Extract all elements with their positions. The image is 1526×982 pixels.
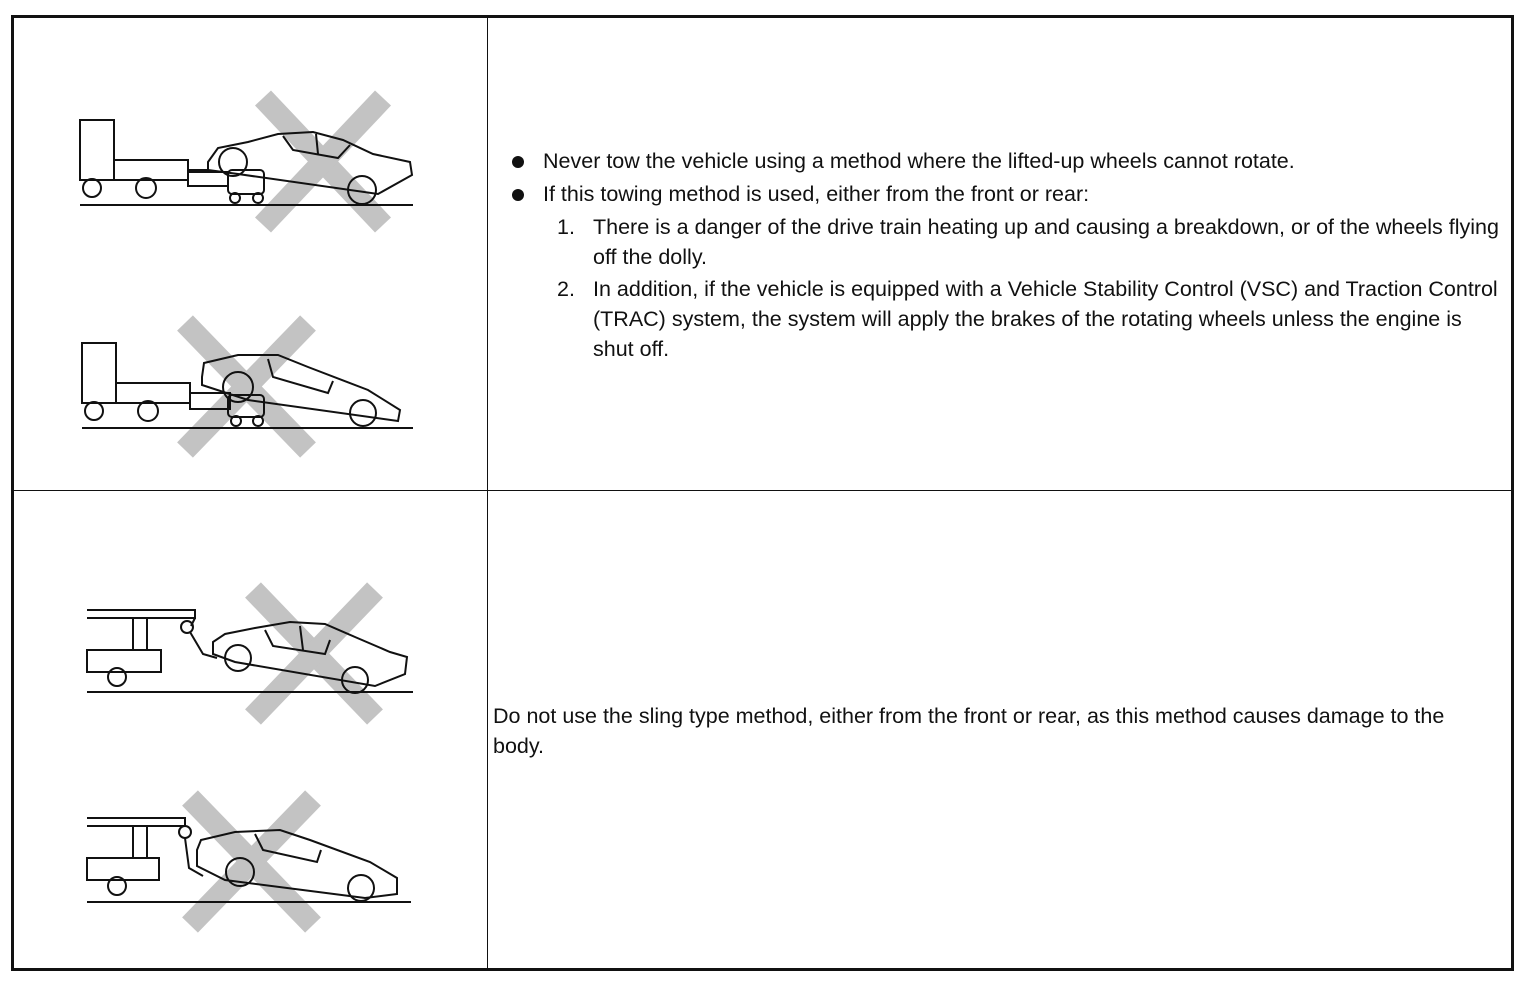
consequence-text-2: In addition, if the vehicle is equipped … bbox=[593, 277, 1498, 361]
consequence-number-2: 2. bbox=[557, 277, 575, 301]
consequence-text-1: There is a danger of the drive train hea… bbox=[593, 215, 1499, 269]
dolly-tow-front-lift-prohibited-icon bbox=[78, 90, 418, 240]
warning-bullet-2-text: If this towing method is used, either fr… bbox=[543, 182, 1090, 206]
warning-bullet-1: Never tow the vehicle using a method whe… bbox=[508, 146, 1503, 176]
towing-warning-list: Never tow the vehicle using a method whe… bbox=[508, 146, 1503, 367]
consequence-number-1: 1. bbox=[557, 215, 575, 239]
warning-bullet-1-text: Never tow the vehicle using a method whe… bbox=[543, 149, 1295, 173]
dolly-tow-rear-lift-prohibited-icon bbox=[78, 315, 418, 460]
sling-tow-front-prohibited-icon bbox=[85, 582, 415, 727]
consequence-item-2: 2. In addition, if the vehicle is equipp… bbox=[543, 274, 1503, 364]
table-frame bbox=[11, 15, 1514, 971]
consequence-item-1: 1. There is a danger of the drive train … bbox=[543, 212, 1503, 272]
row-divider bbox=[11, 490, 1511, 491]
warning-bullet-2: If this towing method is used, either fr… bbox=[508, 179, 1503, 364]
sling-warning-text: Do not use the sling type method, either… bbox=[493, 704, 1445, 758]
consequence-list: 1. There is a danger of the drive train … bbox=[543, 212, 1503, 364]
sling-tow-rear-prohibited-icon bbox=[85, 790, 415, 935]
column-divider bbox=[487, 18, 488, 968]
